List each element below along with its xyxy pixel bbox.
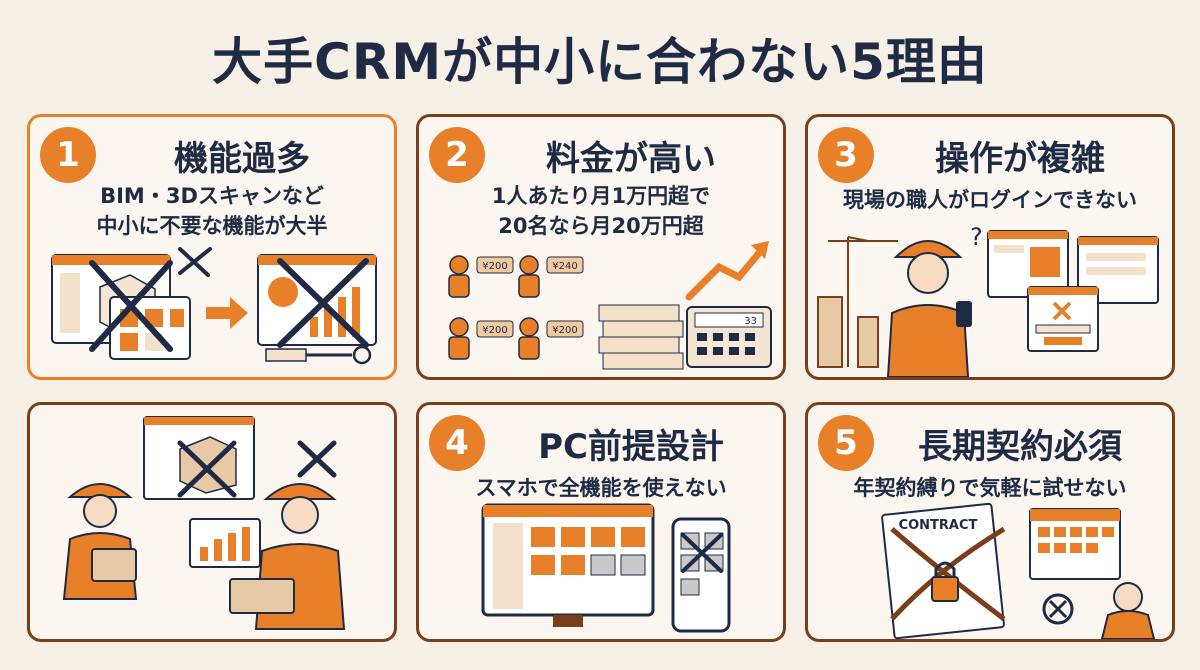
reason-title: PC前提設計 <box>538 427 724 467</box>
reason-description: BIM・3Dスキャンなど 中小に不要な機能が大半 <box>96 184 328 238</box>
pc-centric-design-illustration <box>481 503 731 633</box>
construction-crane-icon <box>817 236 898 368</box>
svg-text:CONTRACT: CONTRACT <box>899 518 978 533</box>
high-cost-illustration: ¥200 ¥240 ¥200 ¥200 33 <box>448 241 772 370</box>
svg-text:¥200: ¥200 <box>482 261 507 272</box>
smartphone-icon <box>671 517 731 633</box>
workers-collaboration-illustration <box>62 416 346 630</box>
chain-icon <box>890 526 1006 621</box>
reason-title: 操作が複雑 <box>935 139 1105 179</box>
person-icon <box>1100 582 1156 639</box>
svg-text:33: 33 <box>744 316 757 327</box>
reason-title: 長期契約必須 <box>918 427 1122 467</box>
reason-title: 料金が高い <box>546 139 716 179</box>
worker-icon <box>62 483 138 600</box>
reason-number-badge: 2 <box>429 127 485 183</box>
illustration-card <box>27 402 397 642</box>
reason-card-2: 2 料金が高い 1人あたり月1万円超で 20名なら月20万円超 ¥200 ¥24… <box>416 114 786 380</box>
reason-description: 1人あたり月1万円超で 20名なら月20万円超 <box>491 184 711 238</box>
reason-number-badge: 3 <box>818 127 874 183</box>
price-tag-icon: ¥200 ¥240 ¥200 ¥200 <box>476 256 584 338</box>
reason-description: 現場の職人がログインできない <box>843 188 1137 212</box>
reason-description: 年契約縛りで気軽に試せない <box>853 476 1127 500</box>
login-error-dialog-icon <box>1027 286 1099 352</box>
cross-circle-icon <box>1042 593 1074 625</box>
reason-description: スマホで全機能を使えない <box>475 476 727 500</box>
reason-number-badge: 4 <box>429 415 485 471</box>
worker-icon <box>229 483 346 630</box>
chart-window-icon <box>189 518 261 568</box>
page-title: 大手CRMが中小に合わない5理由 <box>212 33 988 91</box>
arrow-right-icon <box>206 297 248 329</box>
app-window-icon <box>143 416 255 500</box>
app-window-icon <box>987 230 1159 304</box>
reason-number-badge: 5 <box>818 415 874 471</box>
wrench-icon <box>178 247 212 277</box>
scissors-icon <box>265 345 372 365</box>
worker-icon <box>886 240 972 377</box>
money-stack-icon <box>598 304 684 370</box>
desktop-monitor-icon <box>481 503 655 627</box>
trend-up-arrow-icon <box>685 241 769 301</box>
svg-text:¥200: ¥200 <box>552 325 577 336</box>
svg-text:¥240: ¥240 <box>552 261 577 272</box>
cross-mark-icon <box>89 260 173 352</box>
calculator-icon: 33 <box>686 306 772 368</box>
worker-group-icon <box>448 255 540 360</box>
feature-overload-illustration <box>51 247 377 365</box>
cross-mark-icon <box>277 258 369 348</box>
reason-card-1: 1 機能過多 BIM・3Dスキャンなど 中小に不要な機能が大半 <box>27 114 397 380</box>
complex-operation-illustration: ? <box>817 223 1159 377</box>
cross-mark-icon <box>297 440 337 478</box>
reason-number-badge: 1 <box>40 127 96 183</box>
padlock-icon <box>931 561 959 602</box>
reason-card-4: 4 PC前提設計 スマホで全機能を使えない <box>416 402 786 642</box>
reason-card-5: 5 長期契約必須 年契約縛りで気軽に試せない CONTRACT <box>805 402 1175 642</box>
svg-text:¥200: ¥200 <box>482 325 507 336</box>
long-term-contract-illustration: CONTRACT <box>881 502 1156 639</box>
calendar-icon <box>1029 508 1121 580</box>
question-mark-icon: ? <box>970 223 983 251</box>
reason-title: 機能過多 <box>174 139 310 179</box>
reason-card-3: 3 操作が複雑 現場の職人がログインできない ? <box>805 114 1175 380</box>
